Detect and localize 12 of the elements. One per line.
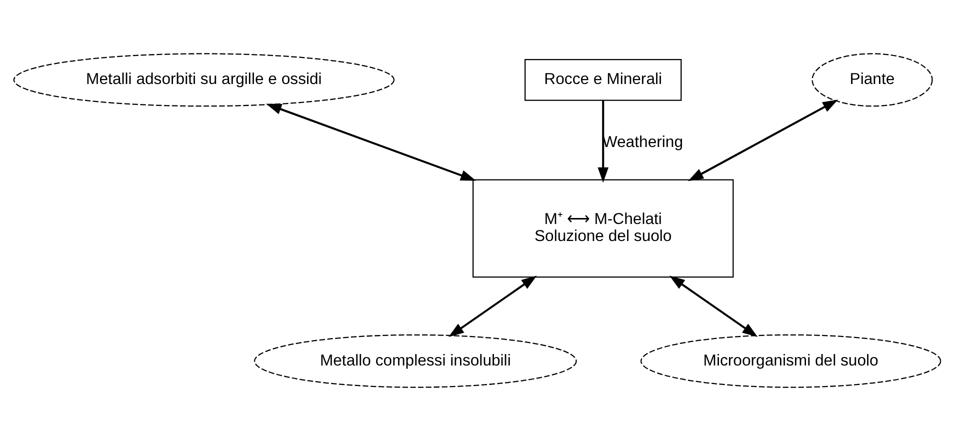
arrow	[448, 276, 537, 337]
arrow	[266, 104, 476, 181]
node-ellipse: Metallo complessi insolubili	[254, 334, 577, 388]
node-ellipse: Metalli adsorbiti su argille e ossidi	[13, 53, 395, 107]
node-ellipse: Microorganismi del suolo	[640, 334, 942, 388]
arrow	[688, 100, 838, 182]
node-box: Rocce e Minerali	[524, 59, 682, 101]
node-ellipse: Piante	[812, 53, 933, 107]
edge-label: Weathering	[602, 134, 684, 152]
arrow	[669, 276, 758, 337]
node-box: M⁺ ⟷ M-Chelati Soluzione del suolo	[472, 179, 734, 278]
arrow	[598, 100, 608, 183]
